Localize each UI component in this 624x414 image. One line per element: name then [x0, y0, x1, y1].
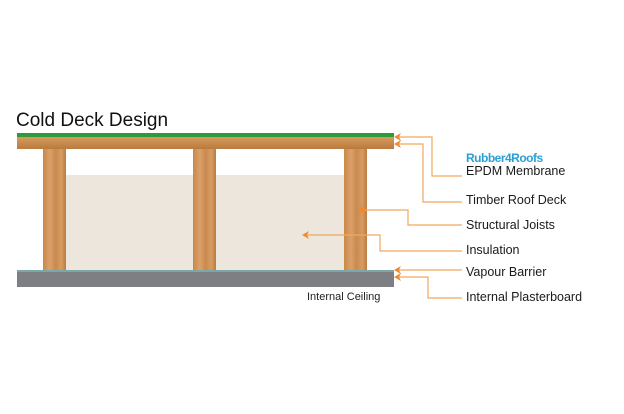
insulation-panel-right — [216, 175, 344, 270]
diagram-title: Cold Deck Design — [16, 110, 169, 131]
structural-joist — [193, 149, 216, 271]
vapour-barrier-layer — [17, 270, 394, 272]
label-internal-plasterboard: Internal Plasterboard — [466, 290, 583, 304]
label-structural-joists: Structural Joists — [466, 218, 555, 232]
label-insulation: Insulation — [466, 243, 520, 257]
timber-roof-deck-layer — [17, 137, 394, 149]
brand-logo: Rubber4Roofs — [466, 151, 543, 165]
internal-plasterboard-layer — [17, 272, 394, 287]
epdm-membrane-layer — [17, 133, 394, 137]
internal-ceiling-label: Internal Ceiling — [307, 291, 381, 303]
label-vapour-barrier: Vapour Barrier — [466, 265, 547, 279]
structural-joist — [344, 149, 367, 271]
insulation-panel-left — [66, 175, 193, 270]
label-epdm-membrane: EPDM Membrane — [466, 164, 566, 178]
label-timber-roof-deck: Timber Roof Deck — [466, 193, 567, 207]
structural-joist — [43, 149, 66, 271]
